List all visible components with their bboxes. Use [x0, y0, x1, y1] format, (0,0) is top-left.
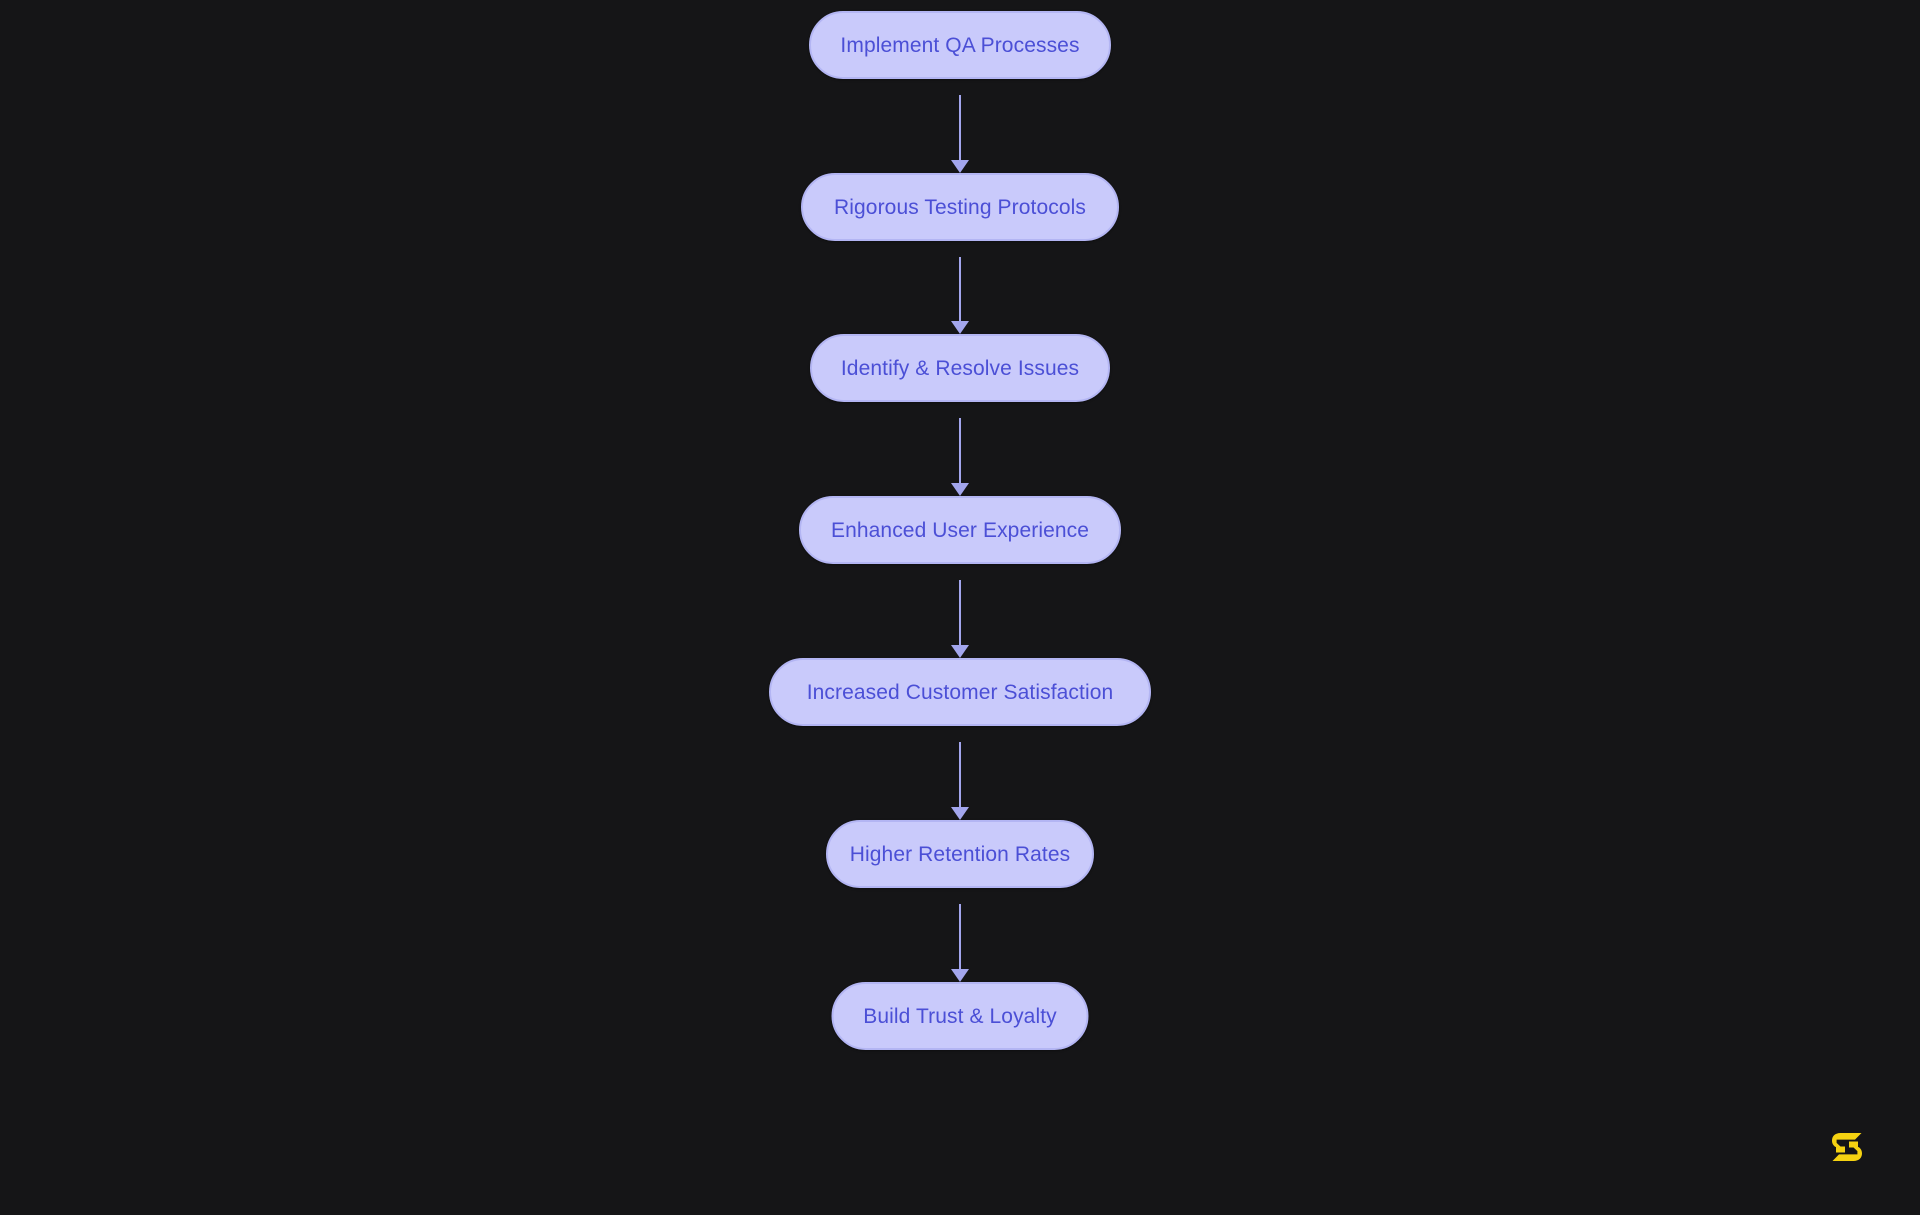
arrowhead-icon [951, 483, 969, 496]
flow-node-label: Higher Retention Rates [849, 842, 1071, 866]
flow-node-n6[interactable]: Higher Retention Rates [826, 820, 1094, 888]
flow-edge [948, 904, 972, 982]
flow-node-label: Build Trust & Loyalty [863, 1004, 1057, 1028]
edge-line [959, 418, 961, 484]
flow-node-label: Rigorous Testing Protocols [833, 195, 1086, 219]
arrowhead-icon [951, 645, 969, 658]
arrowhead-icon [951, 321, 969, 334]
brand-logo [1826, 1126, 1868, 1168]
flow-node-n5[interactable]: Increased Customer Satisfaction [769, 658, 1151, 726]
edge-line [959, 742, 961, 808]
edge-line [959, 257, 961, 322]
flow-edge [948, 580, 972, 658]
flow-edge [948, 95, 972, 173]
flow-node-n3[interactable]: Identify & Resolve Issues [810, 334, 1110, 402]
flow-node-n7[interactable]: Build Trust & Loyalty [831, 982, 1089, 1050]
flow-node-n1[interactable]: Implement QA Processes [809, 11, 1111, 79]
flow-edge [948, 742, 972, 820]
flow-node-n2[interactable]: Rigorous Testing Protocols [801, 173, 1119, 241]
flow-edge [948, 257, 972, 334]
flow-node-label: Identify & Resolve Issues [840, 356, 1080, 380]
stylized-letter-s-icon [1832, 1133, 1862, 1161]
flow-node-label: Increased Customer Satisfaction [806, 680, 1114, 704]
edge-line [959, 95, 961, 161]
arrowhead-icon [951, 807, 969, 820]
edge-line [959, 580, 961, 646]
flow-node-label: Implement QA Processes [840, 33, 1080, 57]
flow-node-n4[interactable]: Enhanced User Experience [799, 496, 1121, 564]
flow-edge [948, 418, 972, 496]
flow-node-label: Enhanced User Experience [830, 518, 1090, 542]
arrowhead-icon [951, 969, 969, 982]
edge-line [959, 904, 961, 970]
arrowhead-icon [951, 160, 969, 173]
